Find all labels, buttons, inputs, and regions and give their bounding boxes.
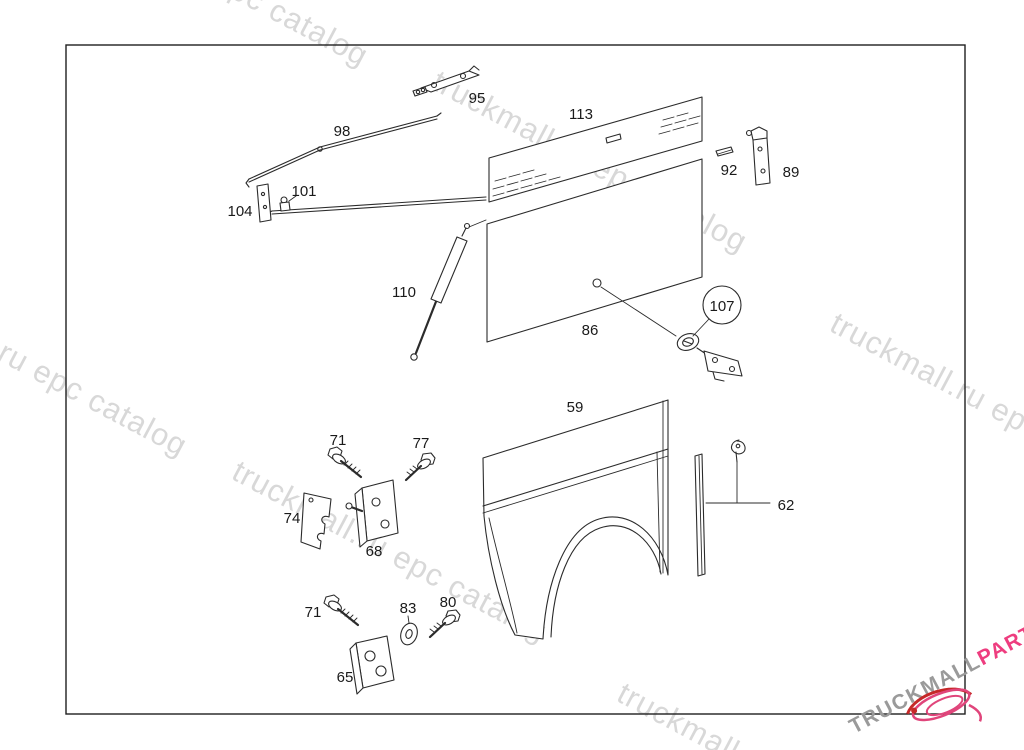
callout-74: 74	[284, 510, 301, 527]
part-92-drawing	[715, 146, 734, 157]
part-95-drawing	[412, 65, 480, 97]
callout-95: 95	[469, 90, 486, 107]
watermark-text: truckmall.ru epc catalog	[0, 267, 193, 463]
logo-suffix-text: PARTS	[974, 614, 1024, 671]
part-86-drawing	[486, 158, 703, 343]
callout-62: 62	[778, 497, 795, 514]
callout-83: 83	[400, 600, 417, 617]
callout-circle-107	[702, 285, 742, 325]
part-71b-drawing	[323, 594, 360, 627]
callout-68: 68	[366, 543, 383, 560]
logo-brand-text: TRUCKMALL	[846, 650, 985, 739]
callout-110: 110	[392, 284, 416, 301]
part-107-drawing	[676, 285, 743, 382]
callout-77: 77	[413, 435, 430, 452]
part-104-drawing	[256, 183, 272, 223]
parts-diagram	[245, 65, 771, 695]
callout-71a: 71	[330, 432, 347, 449]
callout-65: 65	[337, 669, 354, 686]
part-98-drawing	[245, 112, 487, 215]
logo-swirl-icon	[906, 687, 982, 722]
watermark-text: truckmall.ru epc catalog	[825, 305, 1024, 501]
part-113-drawing	[488, 96, 703, 203]
part-62-drawing	[694, 439, 771, 577]
callout-101: 101	[291, 183, 316, 200]
part-83-drawing	[400, 615, 418, 646]
part-59-drawing	[482, 399, 669, 640]
callout-71b: 71	[305, 604, 322, 621]
callout-labels: 95 98 113 92 89 104 101 110 86 107 59 71…	[227, 90, 799, 686]
callout-104: 104	[227, 203, 252, 220]
part-77-drawing	[404, 452, 436, 482]
part-101-drawing	[279, 195, 297, 212]
callout-80: 80	[440, 594, 457, 611]
part-80-drawing	[428, 609, 461, 639]
drawing-frame	[65, 44, 966, 715]
part-71a-drawing	[327, 446, 363, 479]
watermark-text: truckmall.ru epc catalog	[48, 0, 375, 73]
part-68-drawing	[345, 479, 399, 548]
callout-92: 92	[721, 162, 738, 179]
callout-98: 98	[334, 123, 351, 140]
brand-logo: TRUCKMALLPARTS	[846, 614, 1024, 739]
callout-86: 86	[582, 322, 599, 339]
part-110-drawing	[410, 219, 487, 361]
part-89-drawing	[745, 126, 771, 186]
part-65-drawing	[349, 635, 395, 695]
callout-89: 89	[783, 164, 800, 181]
callout-59: 59	[567, 399, 584, 416]
callout-107: 107	[709, 298, 734, 315]
part-74-drawing	[300, 492, 332, 550]
callout-113: 113	[569, 106, 593, 123]
